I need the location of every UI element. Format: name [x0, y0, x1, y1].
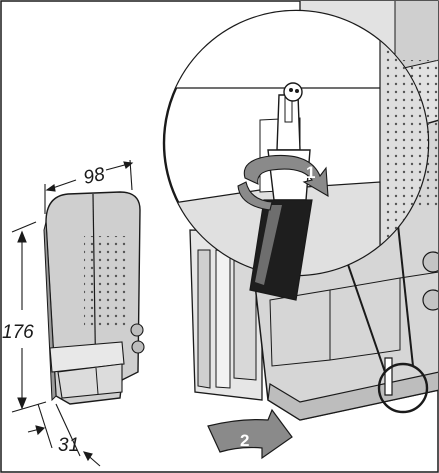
call-button [131, 340, 145, 354]
device-overview [43, 191, 145, 405]
speaker-grille [84, 236, 130, 330]
step-2-arrow: 2 [207, 408, 293, 460]
dimension-lines [11, 159, 134, 467]
depth-dimension-label: 31 [58, 435, 79, 456]
call-button [130, 323, 144, 337]
step-2-label: 2 [240, 431, 249, 450]
width-dimension-label: 98 [82, 164, 107, 189]
rotate-arrow-icon: 1 [237, 154, 329, 211]
height-dimension-label: 176 [2, 322, 34, 343]
step-1-label: 1 [306, 163, 315, 182]
detail-callout-circle [377, 362, 429, 414]
